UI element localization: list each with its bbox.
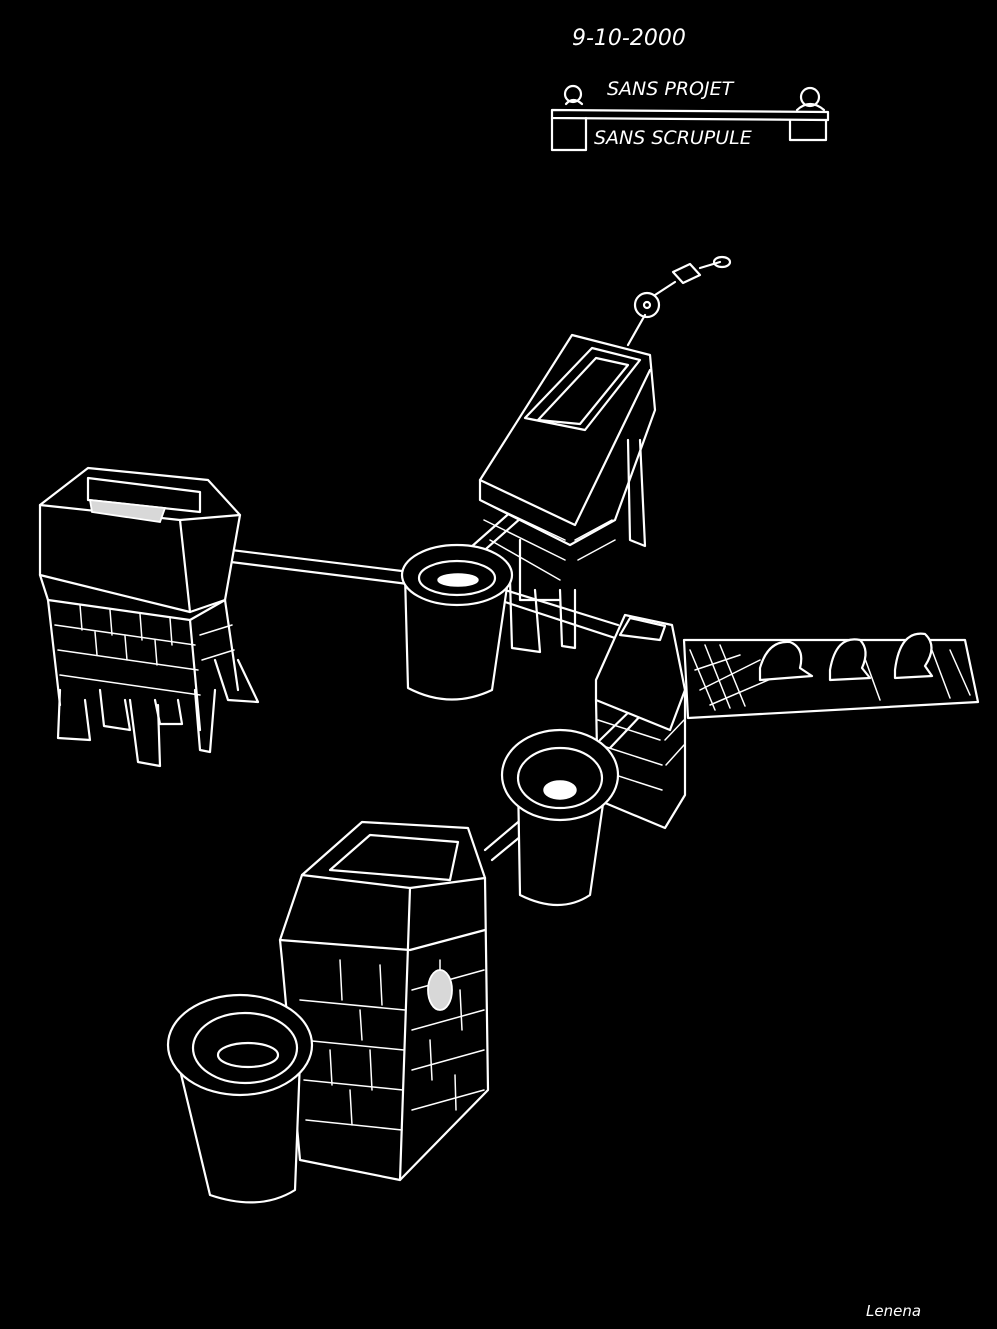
machine-left: [38, 466, 260, 768]
bowl-front: [166, 993, 314, 1204]
artist-signature: Lenena: [866, 1302, 921, 1320]
machine-front: [278, 820, 490, 1182]
caption-table-illustration: [550, 84, 830, 152]
caption-top: SANS PROJET: [607, 78, 735, 100]
caption-bottom: SANS SCRUPULE: [594, 127, 752, 149]
machine-top: [478, 255, 732, 654]
date-label: 9-10-2000: [572, 26, 686, 51]
bowl-middle: [500, 728, 620, 906]
ramp-with-figures: [682, 632, 980, 720]
bowl-center: [400, 543, 514, 701]
